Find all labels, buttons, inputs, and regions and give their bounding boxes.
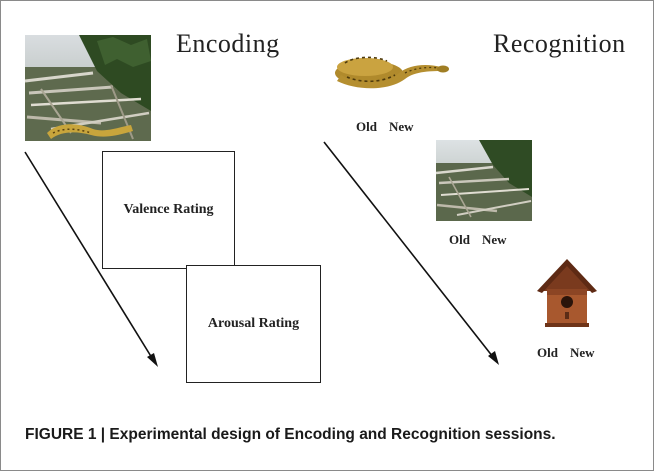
new-option: New xyxy=(481,232,507,247)
valence-rating-label: Valence Rating xyxy=(123,202,214,217)
new-option: New xyxy=(569,345,595,360)
old-option: Old xyxy=(537,345,558,360)
old-option: Old xyxy=(449,232,470,247)
arousal-rating-label: Arousal Rating xyxy=(207,316,300,331)
arousal-rating-box: Arousal Rating xyxy=(186,265,321,383)
snake-image xyxy=(335,56,449,89)
recognition-choice-2: Old New xyxy=(449,232,507,248)
encoding-arrow xyxy=(24,151,158,367)
recognition-title: Recognition xyxy=(493,29,626,58)
encoding-title: Encoding xyxy=(176,29,280,58)
recognition-arrow xyxy=(323,141,499,365)
valence-rating-box: Valence Rating xyxy=(102,151,235,269)
figure-caption: FIGURE 1 | Experimental design of Encodi… xyxy=(25,426,556,443)
old-option: Old xyxy=(356,119,377,134)
recognition-choice-1: Old New xyxy=(356,119,414,135)
birdhouse-image xyxy=(537,259,597,327)
recognition-choice-3: Old New xyxy=(537,345,595,361)
scene-image xyxy=(435,140,532,221)
new-option: New xyxy=(388,119,414,134)
